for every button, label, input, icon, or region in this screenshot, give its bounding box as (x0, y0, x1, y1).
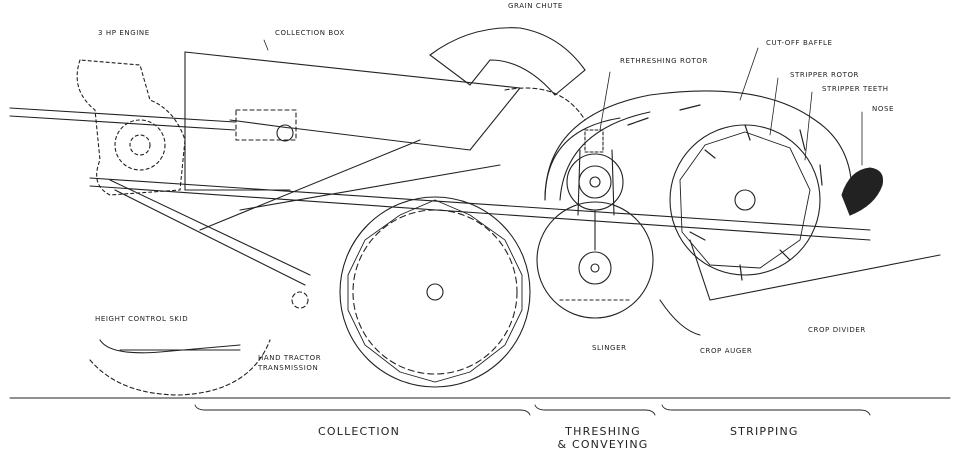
stripper-rotor (669, 124, 821, 276)
slinger (536, 201, 654, 319)
stripper-hood (544, 90, 853, 216)
section-stripping: STRIPPING (730, 425, 799, 438)
nose (841, 167, 884, 216)
main-frame (89, 139, 871, 286)
crop-auger (659, 299, 701, 336)
label-stripper-teeth: STRIPPER TEETH (822, 85, 889, 93)
label-slinger: SLINGER (592, 344, 627, 352)
label-cut-off-baffle: CUT-OFF BAFFLE (766, 39, 833, 47)
section-threshing-line1: THRESHING (565, 425, 641, 438)
section-collection: COLLECTION (318, 425, 401, 438)
collection-box (184, 51, 521, 191)
label-crop-divider: CROP DIVIDER (808, 326, 866, 334)
stripper-teeth (627, 104, 823, 281)
section-brackets (194, 404, 871, 416)
label-height-control-skid: HEIGHT CONTROL SKID (95, 315, 189, 323)
section-threshing-line2: & CONVEYING (557, 437, 649, 451)
crop-divider (689, 239, 941, 301)
label-collection-box: COLLECTION BOX (275, 29, 345, 37)
label-nose: NOSE (872, 105, 895, 113)
label-grain-chute: GRAIN CHUTE (508, 2, 563, 10)
handles (9, 107, 291, 131)
label-rethreshing-rotor: RETHRESHING ROTOR (620, 57, 708, 65)
tractor-wheel (89, 291, 309, 396)
label-stripper-rotor: STRIPPER ROTOR (790, 71, 860, 79)
label-engine: 3 HP ENGINE (98, 29, 150, 37)
label-hand-tractor-1: HAND TRACTOR (258, 354, 322, 362)
height-control-skid (99, 339, 241, 354)
rethreshing-rotor (544, 117, 624, 216)
collection-wheel (339, 196, 531, 388)
leader-lines (263, 39, 863, 166)
engine (76, 59, 186, 196)
grain-chute (429, 27, 586, 121)
section-threshing: THRESHING & CONVEYING (548, 425, 658, 451)
label-hand-tractor-2: TRANSMISSION (258, 364, 319, 372)
label-crop-auger: CROP AUGER (700, 347, 753, 355)
